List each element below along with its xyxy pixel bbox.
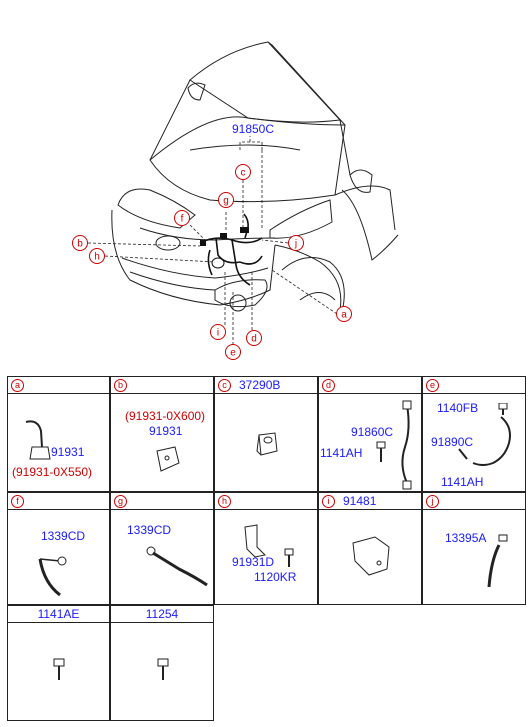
callout-i: i [210, 324, 226, 340]
header-part-number: 37290B [239, 378, 281, 392]
detail-cell-a: a 91931 (91931-0X550) [7, 376, 110, 492]
part-label: 91931 [149, 424, 183, 438]
detail-cell-i: i 91481 [318, 492, 422, 605]
ground-cable-icon [146, 546, 208, 587]
bolt-part-label: 1141AH [320, 446, 363, 460]
cell-header: f [8, 493, 109, 510]
callout-badge: h [218, 495, 231, 508]
part-label: 91890C [431, 435, 474, 449]
bolt-icon [376, 441, 386, 462]
cell-header: j [423, 493, 525, 510]
callout-badge: i [322, 495, 335, 508]
detail-cell-e: e 1140FB 91890C 1141AH [422, 376, 526, 492]
svg-text:c: c [241, 168, 246, 179]
part-alt-label: (91931-0X550) [12, 465, 93, 479]
header-part-number: 91481 [343, 494, 377, 508]
bolt-part-label: 1141AH [441, 475, 484, 489]
callout-j: j [288, 235, 304, 251]
cell-header: 11254 [111, 606, 213, 623]
svg-text:a: a [341, 310, 347, 321]
bracket-with-bolt-icon [244, 524, 294, 567]
bracket-icon [352, 536, 390, 576]
sensor-cable-icon [401, 400, 412, 490]
car-overview-illustration: 91850C c f g b h j a i d e [72, 41, 399, 360]
sensor-cable-icon [458, 403, 511, 466]
callout-badge: b [114, 379, 127, 392]
cell-header: b [111, 377, 213, 394]
detail-cell-d: d 91860C 1141AH [318, 376, 422, 492]
bolt-icon [157, 658, 169, 680]
detail-cell-bolt-11254: 11254 [110, 605, 214, 721]
callout-a: a [336, 306, 352, 322]
part-label: 1339CD [41, 529, 86, 543]
main-part-label: 91850C [232, 122, 274, 136]
part-label: 13395A [445, 531, 487, 545]
callout-d: d [246, 330, 262, 346]
callout-badge: c [218, 379, 231, 392]
svg-text:j: j [294, 239, 297, 250]
cell-header: a [8, 377, 109, 394]
callout-c: c [235, 164, 251, 180]
svg-text:g: g [223, 196, 229, 207]
cell-header: c 37290B [215, 377, 317, 394]
bracket-icon [156, 446, 180, 472]
callout-b: b [72, 235, 88, 251]
cell-header: g [111, 493, 213, 510]
ground-cable-icon [487, 534, 508, 588]
cell-header: e [423, 377, 525, 394]
detail-cell-f: f 1339CD [7, 492, 110, 605]
bolt-part-label: 1120KR [254, 570, 297, 584]
callout-g: g [218, 192, 234, 208]
svg-text:e: e [230, 348, 236, 359]
connector-block-icon [256, 432, 278, 456]
svg-text:f: f [181, 214, 184, 225]
callout-badge: d [322, 379, 335, 392]
callout-badge: g [114, 495, 127, 508]
part-label: 91931D [232, 555, 275, 569]
detail-cell-g: g 1339CD [110, 492, 214, 605]
callout-badge: e [426, 379, 439, 392]
svg-text:i: i [217, 328, 219, 339]
part-alt-label: (91931-0X600) [125, 409, 206, 423]
cell-header: i 91481 [319, 493, 421, 510]
callout-e: e [225, 344, 241, 360]
detail-cell-j: j 13395A [422, 492, 526, 605]
callout-h: h [89, 248, 105, 264]
cell-header: h [215, 493, 317, 510]
header-part-number: 1141AE [37, 607, 80, 621]
callout-badge: f [11, 495, 24, 508]
bolt-part-label: 1140FB [437, 401, 479, 415]
detail-cell-h: h 91931D 1120KR [214, 492, 318, 605]
header-part-number: 11254 [145, 607, 179, 621]
ground-strap-icon [25, 420, 51, 460]
cell-header: d [319, 377, 421, 394]
part-label: 91931 [51, 445, 85, 459]
svg-text:b: b [77, 239, 83, 250]
svg-text:d: d [251, 334, 257, 345]
part-label: 91860C [351, 425, 394, 439]
callout-badge: j [426, 495, 439, 508]
detail-cell-c: c 37290B [214, 376, 318, 492]
ground-cable-icon [38, 556, 67, 597]
parts-detail-grid: a 91931 (91931-0X550) b (91931-0X600) 91… [7, 376, 526, 721]
bolt-icon [53, 658, 65, 680]
detail-cell-bolt-1141AE: 1141AE [7, 605, 110, 721]
cell-header: 1141AE [8, 606, 109, 623]
callout-f: f [174, 210, 190, 226]
part-label: 1339CD [127, 523, 172, 537]
svg-text:h: h [94, 252, 100, 263]
detail-cell-b: b (91931-0X600) 91931 [110, 376, 214, 492]
callout-badge: a [11, 379, 24, 392]
